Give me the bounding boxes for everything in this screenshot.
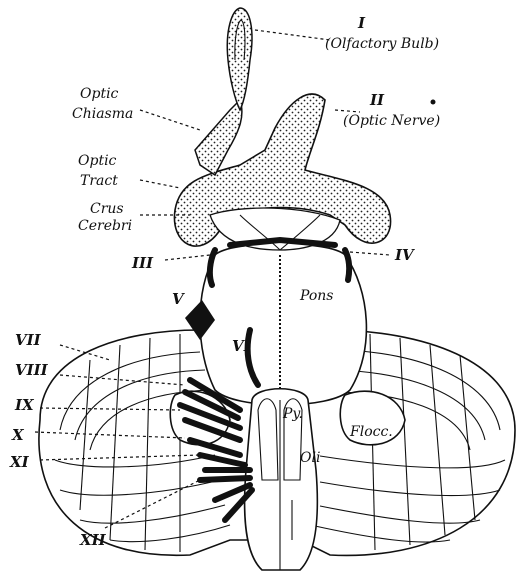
olfactory-bulb [227,8,252,110]
label-optic-nerve-numeral: II [369,91,385,109]
label-pyramid: Py. [282,406,303,422]
label-olfactory-numeral: I [357,14,366,32]
label-optic-chiasma-2: Chiasma [72,106,133,122]
label-nerve-ix: IX [14,396,35,414]
label-optic-tract-2: Tract [80,173,118,189]
label-nerve-v: V [172,290,185,308]
medulla [245,389,318,570]
label-crus-2: Cerebri [78,218,132,234]
label-flocculus: Flocc. [349,424,393,440]
label-nerve-iii: III [131,254,154,272]
label-olive: Oli [300,450,320,466]
label-optic-tract-1: Optic [78,153,117,169]
label-crus-1: Crus [90,201,124,217]
label-optic-nerve-name: (Optic Nerve) [343,113,440,129]
label-nerve-xii: XII [79,531,107,549]
label-pons: Pons [299,288,333,304]
label-nerve-viii: VIII [15,361,49,379]
label-olfactory-name: (Olfactory Bulb) [325,36,439,52]
pons [200,244,366,405]
label-nerve-vii: VII [15,331,42,349]
dot-marker [431,100,436,105]
label-nerve-vi: VI [232,337,252,355]
label-nerve-xi: XI [9,453,30,471]
label-nerve-iv: IV [394,246,415,264]
label-optic-chiasma-1: Optic [80,86,119,102]
label-nerve-x: X [11,426,25,444]
